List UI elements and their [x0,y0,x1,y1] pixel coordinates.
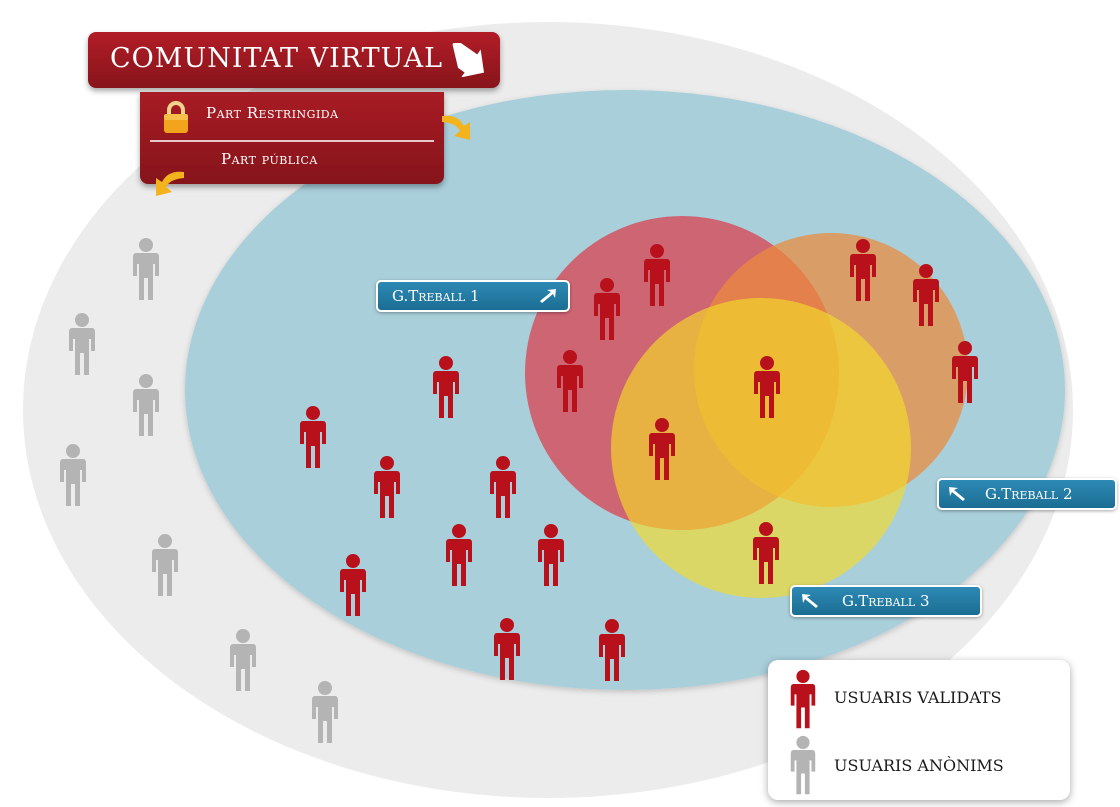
arrow-icon [949,487,965,501]
access-menu [140,92,444,184]
public-arrow-icon [156,171,184,196]
community-title-banner[interactable]: COMUNITAT VIRTUAL [88,32,500,88]
legend-anonymous-label: USUARIS ANÒNIMS [834,756,1004,775]
workgroup-2-label[interactable]: G.Treball 2 [937,478,1117,510]
restricted-area-link[interactable]: Part Restringida [206,104,339,122]
legend [768,660,1070,800]
validated-user-legend-icon [790,669,816,729]
workgroup-2-text: G.Treball 2 [985,485,1073,503]
workgroup-3-label[interactable]: G.Treball 3 [790,585,982,617]
workgroup-1-label[interactable]: G.Treball 1 [376,280,570,312]
lock-icon [164,101,188,133]
community-title: COMUNITAT VIRTUAL [110,43,444,74]
legend-validated-label: USUARIS VALIDATS [834,688,1002,707]
arrow-icon [802,594,818,608]
anonymous-user-legend-icon [790,735,816,795]
restricted-arrow-icon [442,115,470,140]
workgroup-3-text: G.Treball 3 [842,592,930,610]
workgroup-1-text: G.Treball 1 [392,287,480,305]
group-3-circle [611,298,911,598]
public-area-link[interactable]: Part pública [221,150,318,168]
menu-divider [150,140,434,142]
arrow-icon [540,289,556,303]
arrow-icon [452,43,485,77]
